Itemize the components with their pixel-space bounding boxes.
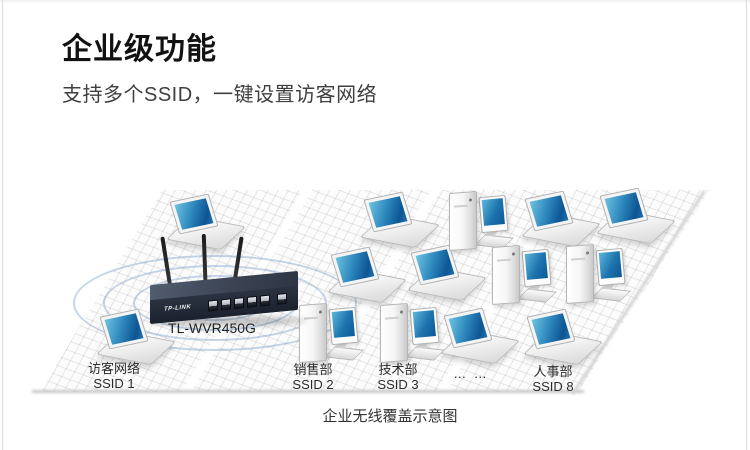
page-right-border xyxy=(746,0,747,450)
router-brand-label: TP-LINK xyxy=(164,304,192,313)
ethernet-ports xyxy=(208,292,287,312)
laptop-icon xyxy=(326,246,408,304)
laptop-icon xyxy=(520,190,602,248)
page-subtitle: 支持多个SSID，一键设置访客网络 xyxy=(62,84,378,106)
desktop-computer-icon xyxy=(449,191,514,254)
laptop-icon xyxy=(439,307,521,365)
port-icon xyxy=(221,298,231,311)
desktop-computer-icon xyxy=(566,244,631,307)
ellipsis-label: … … xyxy=(453,366,489,381)
port-icon xyxy=(277,292,287,305)
desktop-computer-icon xyxy=(380,303,445,366)
group-name: 人事部 xyxy=(533,364,573,379)
port-icon xyxy=(260,294,270,307)
page-title: 企业级功能 xyxy=(62,33,217,66)
diagram-caption: 企业无线覆盖示意图 xyxy=(322,408,458,425)
router-model-label: TL-WVR450G xyxy=(168,320,256,336)
port-icon xyxy=(234,297,244,310)
desktop-computer-icon xyxy=(492,245,557,308)
group-ssid: SSID 1 xyxy=(93,376,135,391)
group-ssid: SSID 3 xyxy=(377,377,419,392)
group-ssid: SSID 8 xyxy=(532,379,574,394)
page-left-border xyxy=(2,0,3,450)
section-divider xyxy=(0,0,750,3)
router-icon: TP-LINK xyxy=(148,232,313,337)
group-name: 销售部 xyxy=(293,362,333,377)
group-label-hr: 人事部 SSID 8 xyxy=(503,364,603,394)
group-label-sales: 销售部 SSID 2 xyxy=(263,362,363,392)
port-icon xyxy=(247,295,257,308)
group-ssid: SSID 2 xyxy=(292,377,334,392)
router-shadow xyxy=(148,316,306,326)
group-label-tech: 技术部 SSID 3 xyxy=(348,362,448,392)
wifi-ripple-icon xyxy=(73,255,357,351)
group-name: 访客网络 xyxy=(87,361,140,376)
laptop-icon xyxy=(522,308,604,366)
port-icon xyxy=(208,299,218,312)
laptop-icon xyxy=(595,187,677,245)
laptop-icon xyxy=(359,191,441,249)
group-name: 技术部 xyxy=(378,362,418,377)
group-label-guest: 访客网络 SSID 1 xyxy=(64,361,164,391)
laptop-icon xyxy=(406,244,488,302)
floor-shadow xyxy=(32,390,584,393)
